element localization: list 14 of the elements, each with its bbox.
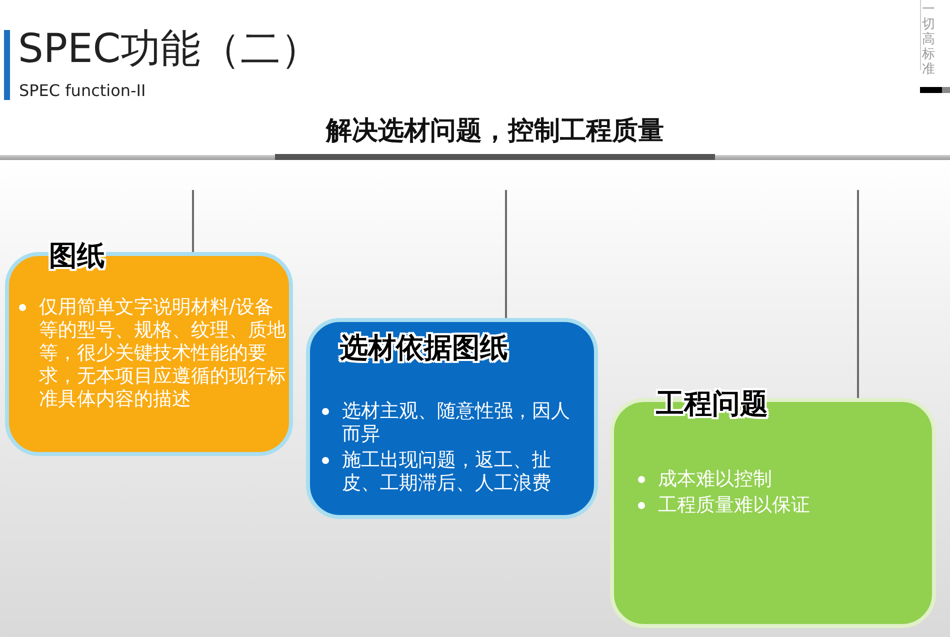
title: SPEC功能（二） <box>18 25 321 74</box>
vertical-note: 一切高标准 <box>922 2 936 77</box>
card-heading: 选材依据图纸 <box>340 330 508 366</box>
hanging-line <box>857 190 859 398</box>
bullet-item: 仅用简单文字说明材料/设备等的型号、规格、纹理、质地等，很少关键技术性能的要求，无本项目应遵循的现行标准具体内容的描述 <box>39 296 287 411</box>
bullet-item: 成本难以控制 <box>658 468 773 491</box>
bullet-item: 施工出现问题，返工、扯皮、工期滞后、人工浪费 <box>342 449 552 495</box>
rounded-card <box>306 318 598 519</box>
banner-heading: 解决选材问题，控制工程质量 <box>324 115 665 148</box>
bullet-item: 工程质量难以保证 <box>658 494 811 517</box>
hanging-line <box>192 190 194 252</box>
subtitle: SPEC function-II <box>19 81 146 101</box>
bullet-item: 选材主观、随意性强，因人而异 <box>342 400 571 446</box>
hanging-line <box>505 190 507 318</box>
